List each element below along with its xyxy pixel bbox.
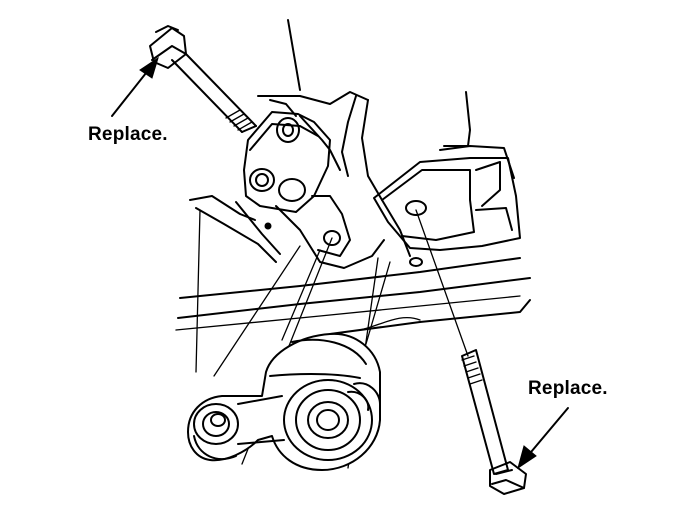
mount-bracket: [235, 111, 385, 269]
upper-bolt: [149, 25, 257, 133]
crossmember-bracket: [373, 145, 521, 267]
frame-member: [257, 19, 471, 257]
callout-replace-upper-bolt: Replace.: [88, 124, 168, 145]
engine-mount: [187, 332, 381, 471]
lower-bolt: [461, 349, 527, 495]
subframe-rails: [175, 195, 531, 335]
callout-replace-lower-bolt: Replace.: [528, 378, 608, 399]
callout-arrows: [111, 56, 569, 470]
